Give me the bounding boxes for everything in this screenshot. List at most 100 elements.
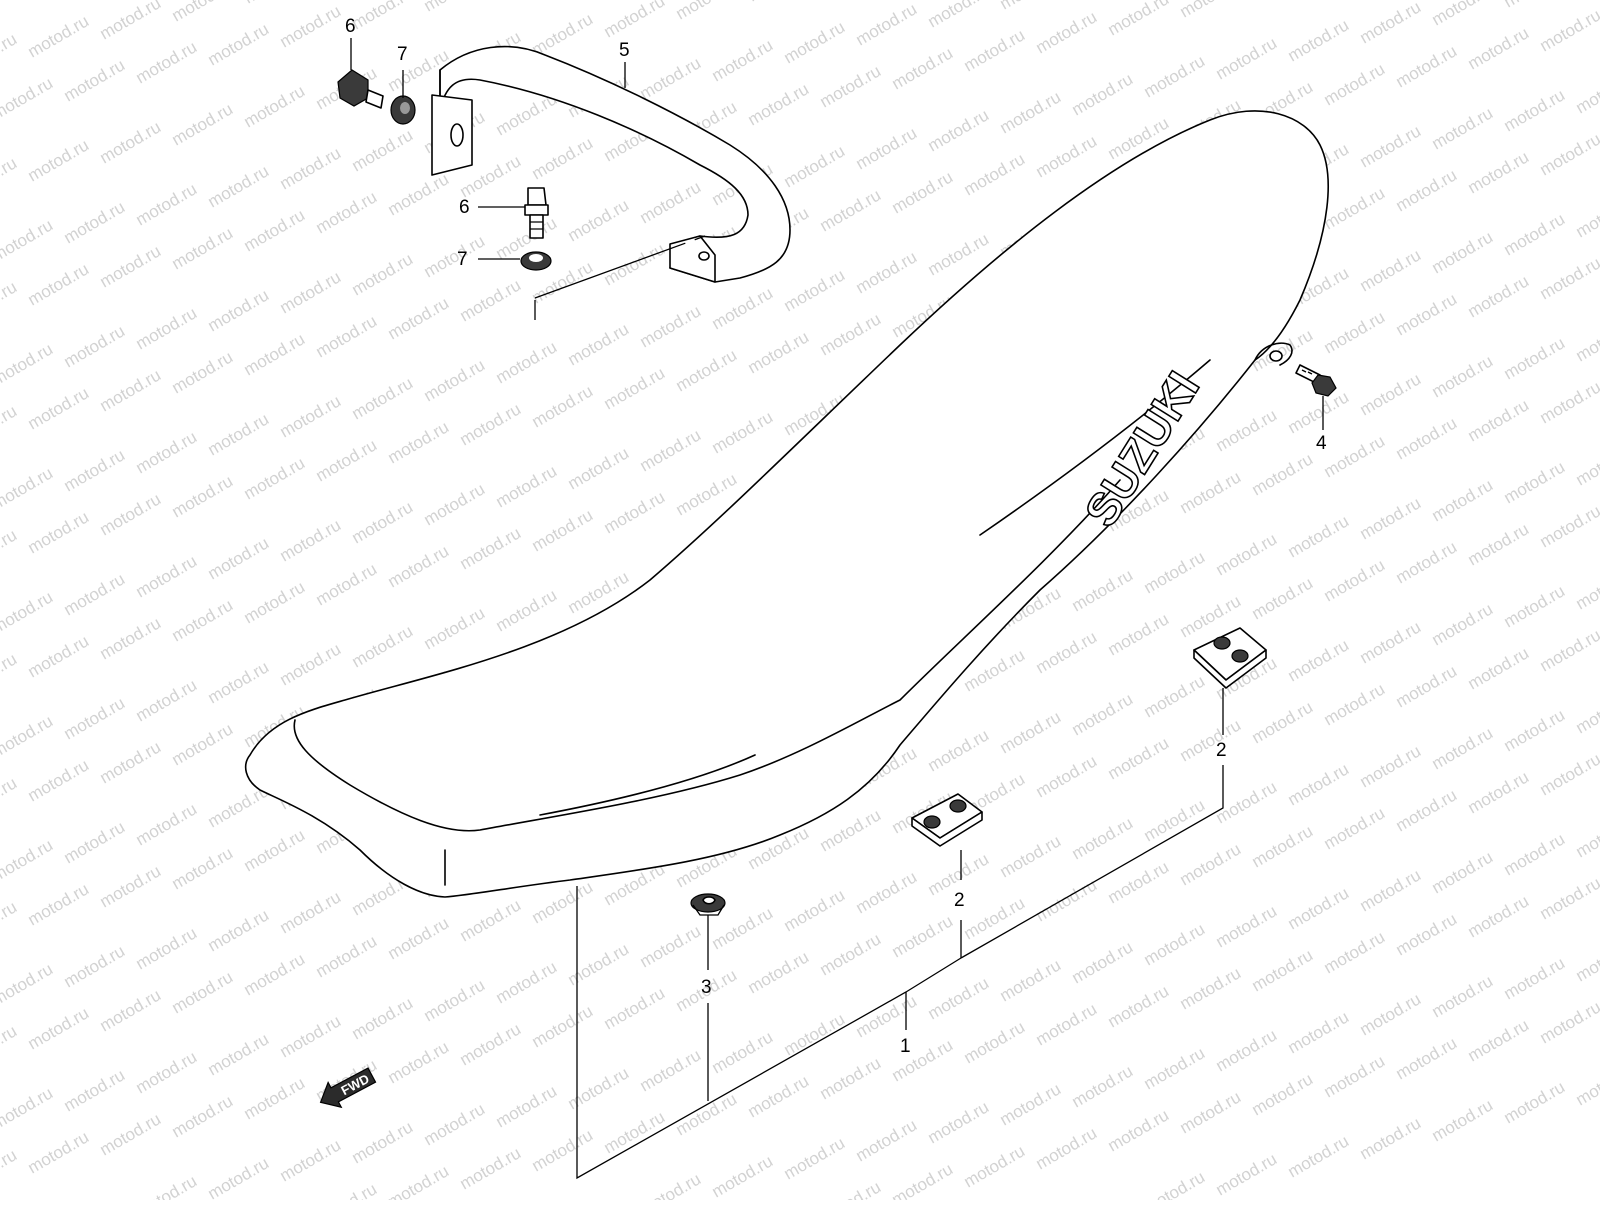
watermark-text: motod.ru — [1393, 41, 1461, 91]
watermark-text: motod.ru — [241, 205, 309, 255]
watermark-text: motod.ru — [205, 409, 273, 459]
watermark-text: motod.ru — [205, 657, 273, 707]
watermark-text: motod.ru — [0, 587, 56, 637]
watermark-text: motod.ru — [385, 417, 453, 467]
watermark-text: motod.ru — [1501, 0, 1569, 11]
watermark-text: motod.ru — [61, 197, 129, 247]
watermark-text: motod.ru — [205, 1153, 273, 1200]
watermark-text: motod.ru — [961, 1017, 1029, 1067]
watermark-text: motod.ru — [1321, 431, 1389, 481]
watermark-text: motod.ru — [1393, 165, 1461, 215]
watermark-text: motod.ru — [493, 585, 561, 635]
watermark-text: motod.ru — [997, 87, 1065, 137]
watermark-text: motod.ru — [457, 399, 525, 449]
watermark-text: motod.ru — [1105, 0, 1173, 39]
watermark-text: motod.ru — [601, 0, 669, 41]
watermark-text: motod.ru — [1177, 839, 1245, 889]
watermark-text: motod.ru — [1429, 723, 1497, 773]
callout-2-front: 2 — [954, 890, 965, 911]
watermark-text: motod.ru — [1465, 643, 1533, 693]
watermark-text: motod.ru — [0, 711, 56, 761]
watermark-text: motod.ru — [25, 1127, 93, 1177]
watermark-text: motod.ru — [709, 1027, 777, 1077]
watermark-text: motod.ru — [349, 993, 417, 1043]
watermark-text: motod.ru — [961, 25, 1029, 75]
watermark-text: motod.ru — [565, 195, 633, 245]
watermark-text: motod.ru — [277, 143, 345, 193]
watermark-text: motod.ru — [1285, 15, 1353, 65]
watermark-text: motod.ru — [1393, 661, 1461, 711]
watermark-text: motod.ru — [0, 277, 20, 327]
watermark-text: motod.ru — [745, 1071, 813, 1121]
watermark-text: motod.ru — [1321, 803, 1389, 853]
watermark-text: motod.ru — [745, 947, 813, 997]
watermark-text: motod.ru — [0, 29, 20, 79]
watermark-text: motod.ru — [709, 35, 777, 85]
watermark-text: motod.ru — [1105, 857, 1173, 907]
watermark-text: motod.ru — [1321, 927, 1389, 977]
watermark-text: motod.ru — [313, 559, 381, 609]
watermark-text: motod.ru — [1213, 529, 1281, 579]
watermark-text: motod.ru — [1033, 131, 1101, 181]
watermark-text: motod.ru — [61, 817, 129, 867]
watermark-text: motod.ru — [1393, 785, 1461, 835]
watermark-text: motod.ru — [349, 0, 417, 33]
watermark-text: motod.ru — [241, 329, 309, 379]
watermark-text: motod.ru — [385, 913, 453, 963]
watermark-text: motod.ru — [1501, 829, 1569, 879]
watermark-text: motod.ru — [601, 983, 669, 1033]
watermark-text: motod.ru — [385, 169, 453, 219]
watermark-text: motod.ru — [1141, 671, 1209, 721]
callout-5: 5 — [619, 40, 630, 61]
watermark-text: motod.ru — [277, 639, 345, 689]
watermark-text: motod.ru — [817, 929, 885, 979]
watermark-text: motod.ru — [277, 515, 345, 565]
watermark-text: motod.ru — [385, 1161, 453, 1200]
watermark-text: motod.ru — [529, 381, 597, 431]
watermark-text: motod.ru — [313, 311, 381, 361]
watermark-text: motod.ru — [601, 363, 669, 413]
watermark-text: motod.ru — [1429, 103, 1497, 153]
watermark-text: motod.ru — [637, 1169, 705, 1200]
watermark-text: motod.ru — [1285, 883, 1353, 933]
watermark-text: motod.ru — [781, 1133, 849, 1183]
watermark-text: motod.ru — [1213, 33, 1281, 83]
watermark-text: motod.ru — [493, 337, 561, 387]
watermark-text: motod.ru — [241, 825, 309, 875]
watermark-text: motod.ru — [1141, 51, 1209, 101]
watermark-text: motod.ru — [61, 569, 129, 619]
watermark-text: motod.ru — [1285, 1131, 1353, 1181]
watermark-text: motod.ru — [1429, 351, 1497, 401]
watermark-text: motod.ru — [241, 1073, 309, 1123]
watermark-text: motod.ru — [1429, 0, 1497, 29]
watermark-text: motod.ru — [1033, 7, 1101, 57]
watermark-text: motod.ru — [1321, 679, 1389, 729]
watermark-text: motod.ru — [421, 603, 489, 653]
watermark-text: motod.ru — [1285, 387, 1353, 437]
watermark-text: motod.ru — [1033, 751, 1101, 801]
watermark-text: motod.ru — [313, 931, 381, 981]
watermark-text: motod.ru — [529, 1125, 597, 1175]
watermark-text: motod.ru — [0, 339, 56, 389]
watermark-text: motod.ru — [313, 1179, 381, 1200]
watermark-text: motod.ru — [1393, 289, 1461, 339]
watermark-text: motod.ru — [925, 1097, 993, 1147]
watermark-text: motod.ru — [1465, 395, 1533, 445]
watermark-text: motod.ru — [637, 301, 705, 351]
watermark-text: motod.ru — [1249, 1069, 1317, 1119]
watermark-text: motod.ru — [1357, 1113, 1425, 1163]
watermark-text: motod.ru — [601, 487, 669, 537]
watermark-text: motod.ru — [997, 707, 1065, 757]
watermark-text: motod.ru — [565, 319, 633, 369]
watermark-text: motod.ru — [1537, 997, 1600, 1047]
watermark-text: motod.ru — [817, 185, 885, 235]
watermark-text: motod.ru — [169, 99, 237, 149]
watermark-text: motod.ru — [61, 941, 129, 991]
watermark-text: motod.ru — [133, 427, 201, 477]
watermark-text: motod.ru — [853, 0, 921, 49]
watermark-text: motod.ru — [1429, 971, 1497, 1021]
watermark-text: motod.ru — [637, 1045, 705, 1095]
watermark-text: motod.ru — [1213, 901, 1281, 951]
watermark-text: motod.ru — [1285, 511, 1353, 561]
watermark-text: motod.ru — [241, 453, 309, 503]
